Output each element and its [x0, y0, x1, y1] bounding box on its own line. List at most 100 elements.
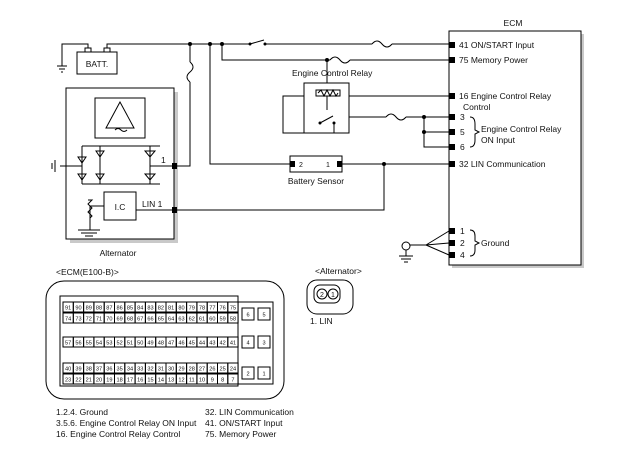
alt-connector-title: <Alternator>	[315, 266, 362, 276]
ecm-pin-number: 59	[220, 316, 226, 322]
ecm-pin-number: 42	[220, 340, 226, 346]
ecm-pin-number: 32	[147, 366, 153, 372]
legend-6: 75. Memory Power	[205, 429, 276, 439]
ecm-connector-title: <ECM(E100-B)>	[56, 267, 119, 277]
ecm-pin-75-label: 75 Memory Power	[459, 55, 528, 65]
ecm-pin-number: 19	[106, 377, 112, 383]
ecm-pin-number: 88	[96, 305, 102, 311]
ecm-side-pin-cell	[257, 335, 271, 349]
ecm-pin-number: 81	[168, 305, 174, 311]
ecm-pin-number: 47	[168, 340, 174, 346]
ecm-pin-number: 91	[65, 305, 71, 311]
ecm-pin-number: 70	[106, 316, 112, 322]
ecm-pin-number: 24	[230, 366, 236, 372]
ecm-pin-5-label: 5	[460, 127, 465, 137]
relay-label: Engine Control Relay	[292, 68, 373, 78]
ecm-pin-3-label: 3	[460, 112, 465, 122]
ecm-pin-number: 76	[220, 305, 226, 311]
ecm-pin-number: 52	[117, 340, 123, 346]
ecm-pin-number: 16	[137, 377, 143, 383]
ecm-pin-number: 12	[178, 377, 184, 383]
ecm-pin-number: 66	[147, 316, 153, 322]
ecm-pin-number: 82	[158, 305, 164, 311]
ecm-pin-number: 7	[231, 377, 234, 383]
ecm-pin-number: 56	[75, 340, 81, 346]
ecm-pin-number: 37	[96, 366, 102, 372]
ecm-pin-number: 67	[137, 316, 143, 322]
ecm-pin-number: 69	[117, 316, 123, 322]
ecm-side-pin-number: 6	[246, 313, 249, 319]
ecm-pin-number: 57	[65, 340, 71, 346]
ecm-pin-number: 33	[137, 366, 143, 372]
battery-sensor	[289, 155, 343, 173]
ecm-pin-number: 89	[86, 305, 92, 311]
ecm-pin-6-label: 6	[460, 142, 465, 152]
ecm-pin-number: 63	[178, 316, 184, 322]
battery-sensor-pin-2: 2	[299, 162, 303, 169]
ecm-pin-number: 46	[178, 340, 184, 346]
ecm-pin-number: 87	[106, 305, 112, 311]
legend-4: 32. LIN Communication	[205, 407, 294, 417]
battery-sensor-label: Battery Sensor	[288, 176, 344, 186]
ecm-pin-number: 74	[65, 316, 71, 322]
ecm-pin-number: 62	[189, 316, 195, 322]
ecm-pin-number: 11	[189, 377, 195, 383]
ecm-pin-number: 75	[230, 305, 236, 311]
ecm-side-pin-number: 4	[246, 341, 249, 347]
alternator-label: Alternator	[100, 248, 137, 258]
ecm-pin-number: 36	[106, 366, 112, 372]
alternator-ic-label: I.C	[115, 202, 126, 212]
ecm-pin-32-label: 32 LIN Communication	[459, 159, 546, 169]
ecm-pin-number: 40	[65, 366, 71, 372]
ecm-pin-number: 15	[147, 377, 153, 383]
ecm-pin-number: 13	[168, 377, 174, 383]
ecm-pin-number: 49	[147, 340, 153, 346]
ecm-pin-number: 28	[189, 366, 195, 372]
ecm-pin-number: 39	[75, 366, 81, 372]
ecm-pin-number: 71	[96, 316, 102, 322]
ecm-side-pin-cell	[241, 307, 255, 321]
ecm-pin-number: 22	[75, 377, 81, 383]
ecm-pin-number: 64	[168, 316, 174, 322]
ecm-pin-16-label-2: Control	[463, 102, 491, 112]
ecm-pin-number: 10	[199, 377, 205, 383]
ecm-pin-number: 73	[75, 316, 81, 322]
ecm-pin-number: 43	[209, 340, 215, 346]
ecm-side-pin-cell	[257, 307, 271, 321]
ecm-pin-41-label: 41 ON/START Input	[459, 40, 535, 50]
ecm-pin-number: 50	[137, 340, 143, 346]
ecm-pin-4-label: 4	[460, 250, 465, 260]
alt-pin-1: 1	[331, 292, 335, 299]
ecm-input-group-label-2: ON Input	[481, 135, 516, 145]
ecm-pin-1-label: 1	[460, 226, 465, 236]
ecm-pin-number: 72	[86, 316, 92, 322]
ecm-pin-number: 27	[199, 366, 205, 372]
ecm-title: ECM	[504, 18, 523, 28]
ecm-side-pin-number: 1	[262, 372, 265, 378]
ecm-pin-number: 9	[211, 377, 214, 383]
ecm-block	[448, 30, 582, 266]
ecm-pin-number: 79	[189, 305, 195, 311]
ecm-pin-number: 61	[199, 316, 205, 322]
ecm-pin-number: 20	[96, 377, 102, 383]
ecm-pin-number: 83	[147, 305, 153, 311]
ecm-pin-number: 44	[199, 340, 205, 346]
ecm-side-pin-cell	[241, 335, 255, 349]
ecm-pin-number: 48	[158, 340, 164, 346]
ecm-pin-number: 51	[127, 340, 133, 346]
ecm-pin-number: 54	[96, 340, 102, 346]
ecm-pin-number: 25	[220, 366, 226, 372]
ecm-pin-number: 80	[178, 305, 184, 311]
ecm-pin-number: 29	[178, 366, 184, 372]
ecm-side-pin-cell	[241, 366, 255, 380]
ecm-pin-number: 77	[209, 305, 215, 311]
legend-3: 16. Engine Control Relay Control	[56, 429, 180, 439]
ecm-pin-number: 58	[230, 316, 236, 322]
ecm-pin-number: 8	[221, 377, 224, 383]
ecm-pin-number: 55	[86, 340, 92, 346]
ecm-pin-number: 18	[117, 377, 123, 383]
ecm-pin-number: 31	[158, 366, 164, 372]
battery-sensor-pin-1: 1	[326, 162, 330, 169]
